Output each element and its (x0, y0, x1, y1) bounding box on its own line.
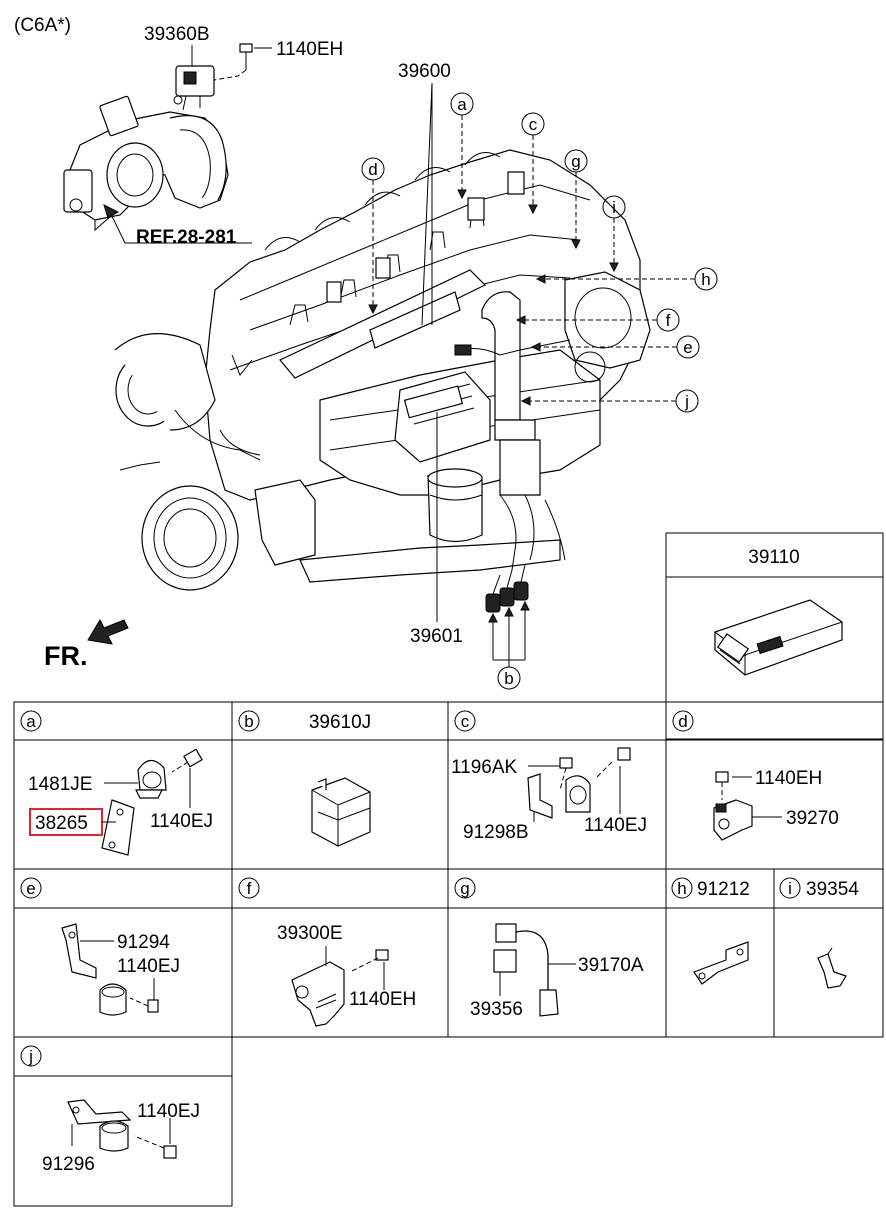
svg-text:a: a (457, 95, 467, 114)
svg-text:j: j (28, 1047, 33, 1066)
svg-text:h: h (701, 270, 710, 289)
svg-text:f: f (247, 879, 252, 898)
section-h-header: h 91212 (671, 877, 750, 900)
svg-text:j: j (684, 392, 689, 411)
section-g-parts: 39170A 39356 (470, 923, 644, 1020)
callout-e: e (530, 335, 700, 359)
svg-text:39356: 39356 (470, 999, 523, 1020)
front-arrow-icon (87, 618, 129, 645)
svg-text:91212: 91212 (697, 879, 750, 900)
svg-text:91296: 91296 (42, 1154, 95, 1175)
ecu-icon (714, 599, 843, 676)
sensor-icon (291, 961, 345, 1027)
svg-text:h: h (677, 879, 686, 898)
section-h-parts (693, 941, 749, 985)
svg-text:39610J: 39610J (309, 712, 371, 733)
svg-text:39270: 39270 (786, 808, 839, 829)
bolt-icon (595, 747, 631, 779)
svg-text:f: f (666, 311, 671, 330)
callout-c: c (521, 112, 545, 215)
callout-d: d (361, 157, 385, 315)
svg-text:39170A: 39170A (578, 955, 644, 976)
section-d-header: d (672, 710, 694, 732)
svg-text:1140EH: 1140EH (755, 768, 822, 789)
bolt-icon (349, 949, 389, 973)
bolt-icon (559, 757, 573, 791)
relay-icon (311, 777, 371, 847)
svg-text:1196AK: 1196AK (451, 757, 518, 778)
svg-text:1481JE: 1481JE (28, 774, 92, 795)
callout-i: i (602, 195, 626, 273)
section-c-header: c (454, 710, 476, 732)
svg-text:91298B: 91298B (463, 822, 529, 843)
svg-text:1140EJ: 1140EJ (584, 815, 647, 836)
section-d-parts: 1140EH 39270 (713, 768, 839, 841)
section-a-header: a (20, 710, 42, 732)
svg-text:39354: 39354 (806, 879, 859, 900)
clip-icon (817, 947, 847, 989)
section-e-header: e (20, 877, 42, 899)
svg-text:a: a (26, 712, 36, 731)
engine-block-drawing (114, 149, 651, 613)
svg-text:39300E: 39300E (277, 923, 343, 944)
svg-text:c: c (461, 712, 470, 731)
callout-a: a (450, 92, 474, 200)
section-b-parts (311, 777, 371, 847)
callout-j: j (520, 389, 699, 413)
svg-text:e: e (26, 879, 35, 898)
svg-text:1140EH: 1140EH (349, 989, 416, 1010)
callout-39360B: 39360B (144, 24, 210, 45)
section-a-parts: 1481JE 38265 1140EJ (28, 748, 213, 856)
reference-label: REF.28-281 (136, 227, 237, 248)
svg-text:d: d (368, 160, 377, 179)
front-marker: FR. (44, 641, 88, 671)
callout-g: g (564, 149, 588, 250)
section-c-parts: 1196AK 91298B 1140EJ (451, 747, 647, 843)
svg-text:1140EJ: 1140EJ (137, 1101, 200, 1122)
section-j-parts: 1140EJ 91296 (42, 1099, 200, 1175)
variant-label: (C6A*) (14, 15, 71, 36)
intake-assembly-drawing (63, 65, 229, 232)
bolt-icon (213, 43, 253, 81)
section-j-header: j (20, 1045, 42, 1067)
svg-text:e: e (683, 338, 692, 357)
callout-39601: 39601 (410, 626, 463, 647)
svg-text:b: b (244, 712, 253, 731)
svg-text:91294: 91294 (117, 932, 170, 953)
ecu-part-label: 39110 (748, 547, 799, 568)
callout-1140EH-top: 1140EH (276, 39, 343, 60)
bracket-icon (693, 941, 749, 985)
svg-text:38265: 38265 (35, 813, 88, 834)
ecu-box: 39110 (665, 532, 884, 740)
section-g-header: g (454, 877, 476, 899)
section-i-parts (817, 947, 847, 989)
svg-text:b: b (504, 669, 513, 688)
section-e-parts: 91294 1140EJ (61, 923, 180, 1016)
section-b-header: b 39610J (238, 710, 371, 733)
callout-f: f (515, 308, 680, 332)
bolt-icon (133, 1135, 177, 1159)
svg-text:i: i (612, 198, 616, 217)
callout-39600: 39600 (398, 61, 451, 82)
svg-text:g: g (571, 152, 580, 171)
bolt-icon (171, 748, 203, 773)
svg-text:d: d (678, 712, 687, 731)
svg-text:1140EJ: 1140EJ (117, 956, 180, 977)
parts-grid (13, 701, 884, 1207)
svg-text:c: c (529, 115, 538, 134)
bolt-icon (129, 997, 159, 1013)
svg-text:1140EJ: 1140EJ (150, 811, 213, 832)
bolt-icon (715, 771, 729, 800)
crank-sensor-icon (493, 923, 559, 1017)
section-i-header: i 39354 (779, 877, 859, 900)
callout-h: h (535, 267, 718, 291)
svg-text:i: i (788, 879, 792, 898)
section-f-header: f (238, 877, 260, 899)
callout-b: b (488, 600, 530, 690)
sensor-icon (713, 799, 753, 841)
svg-text:g: g (460, 879, 469, 898)
section-f-parts: 39300E 1140EH (277, 923, 416, 1027)
